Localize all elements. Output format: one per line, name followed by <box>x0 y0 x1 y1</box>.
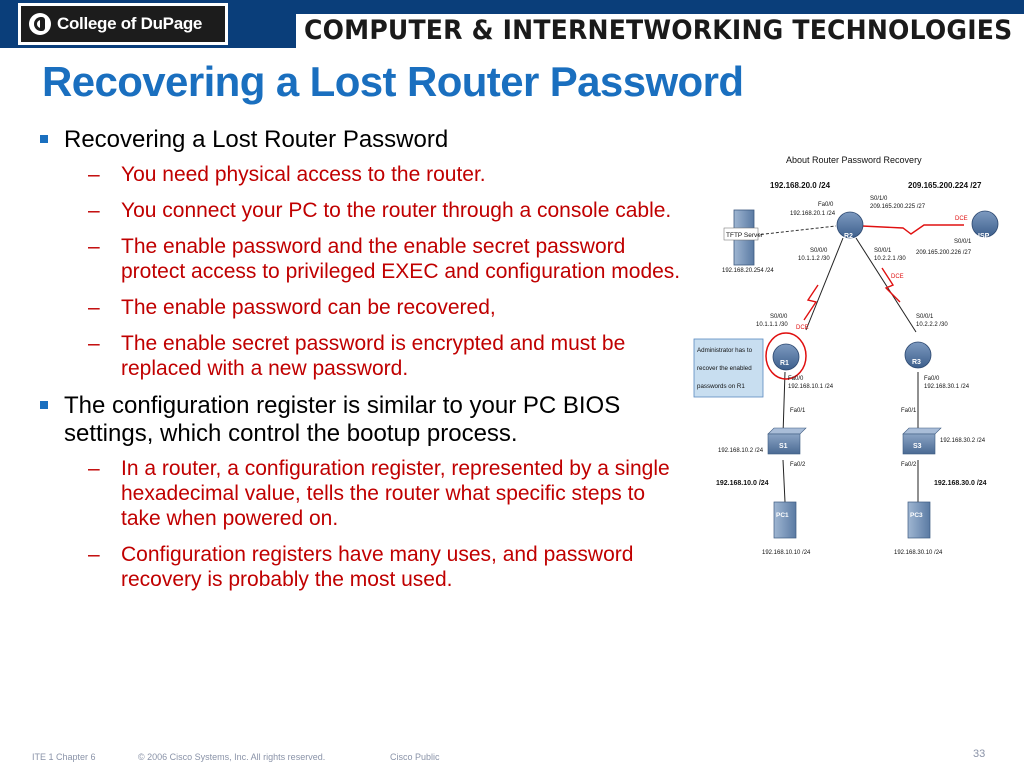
sub-bullet-text: You need physical access to the router. <box>121 163 486 186</box>
ip-label: 192.168.30.1 /24 <box>924 384 970 390</box>
page-number: 33 <box>973 748 986 760</box>
link-r1-s1 <box>782 371 786 436</box>
port-label: S0/1/0 <box>870 196 888 202</box>
link-s1-pc1 <box>782 459 786 503</box>
department-banner: COMPUTER & INTERNETWORKING TECHNOLOGIES <box>296 14 1024 48</box>
port-label: Fa0/2 <box>790 462 806 468</box>
serial-bolt-icon <box>803 284 819 321</box>
port-label: S0/0/0 <box>810 248 828 254</box>
port-label: Fa0/2 <box>901 462 917 468</box>
sub-bullet-text: In a router, a configuration register, r… <box>121 457 670 530</box>
banner-text: COMPUTER & INTERNETWORKING TECHNOLOGIES <box>304 15 1013 46</box>
bullet-1: Recovering a Lost Router Password <box>36 126 686 154</box>
callout-line: recover the enabled <box>697 365 752 372</box>
r2-label: R2 <box>844 233 853 240</box>
port-label: Fa0/0 <box>924 376 940 382</box>
ip-label: 10.2.2.1 /30 <box>874 256 906 262</box>
link-r2-isp <box>861 224 964 235</box>
ip-label: 209.165.200.226 /27 <box>916 250 972 256</box>
sub-bullet: –Configuration registers have many uses,… <box>88 543 634 591</box>
ip-label: 192.168.30.10 /24 <box>894 550 943 556</box>
bullet-2: The configuration register is similar to… <box>36 392 686 448</box>
s3-label: S3 <box>913 443 922 450</box>
ip-label: 10.1.1.1 /30 <box>756 322 788 328</box>
port-label: Fa0/1 <box>901 408 917 414</box>
serial-bolt-icon <box>881 267 901 303</box>
router-icon <box>772 343 800 371</box>
ip-label: 192.168.10.2 /24 <box>718 448 764 454</box>
header-band: College of DuPage COMPUTER & INTERNETWOR… <box>0 0 1024 48</box>
diagram-title: About Router Password Recovery <box>786 155 922 165</box>
sub-bullet: –The enable password can be recovered, <box>88 296 496 319</box>
pc-icon <box>907 501 931 539</box>
sub-bullet-text: The enable secret password is encrypted … <box>121 332 626 380</box>
port-label: S0/0/1 <box>874 248 892 254</box>
slide-title: Recovering a Lost Router Password <box>42 58 744 105</box>
bullet-square-icon <box>40 401 48 409</box>
ip-label: 10.2.2.2 /30 <box>916 322 948 328</box>
port-label: Fa0/1 <box>790 408 806 414</box>
link-r2-r3 <box>855 237 917 333</box>
sub-bullet-text: The enable password can be recovered, <box>121 296 496 319</box>
bullet-1-text: Recovering a Lost Router Password <box>64 126 449 153</box>
net-label: 192.168.10.0 /24 <box>716 480 769 487</box>
pc3-label: PC3 <box>910 512 923 519</box>
dce-label: DCE <box>796 325 809 331</box>
r3-label: R3 <box>912 359 921 366</box>
router-icon <box>971 210 999 238</box>
sub-bullet-text: You connect your PC to the router throug… <box>121 199 672 222</box>
ip-label: 192.168.10.1 /24 <box>788 384 834 390</box>
sub-bullet: –You need physical access to the router. <box>88 163 486 186</box>
callout-line: passwords on R1 <box>697 383 745 390</box>
bullet-square-icon <box>40 135 48 143</box>
pc-icon <box>773 501 797 539</box>
router-recovery-diagram: About Router Password Recovery 192.168.2… <box>693 155 999 556</box>
net-label: 192.168.30.0 /24 <box>934 480 987 487</box>
sub-bullet: –The enable password and the enable secr… <box>88 235 681 283</box>
cod-logo-icon <box>29 13 51 35</box>
port-label: Fa0/0 <box>788 376 804 382</box>
bullet-2-text: The configuration register is similar to… <box>64 392 621 447</box>
logo-text: College of DuPage <box>57 14 203 33</box>
callout-line: Administrator has to <box>697 347 753 354</box>
port-label: S0/0/1 <box>954 239 972 245</box>
s1-label: S1 <box>779 443 788 450</box>
router-icon <box>836 211 864 239</box>
bullet-content: Recovering a Lost Router Password –You n… <box>36 126 686 603</box>
admin-callout <box>693 338 764 398</box>
r1-label: R1 <box>780 360 789 367</box>
port-label: Fa0/0 <box>818 202 834 208</box>
net-label: 192.168.20.0 /24 <box>770 181 831 190</box>
router-icon <box>904 341 932 369</box>
switch-icon <box>767 433 801 455</box>
footer-chapter: ITE 1 Chapter 6 <box>32 752 96 762</box>
link-tftp-r2 <box>755 225 837 236</box>
dce-label: DCE <box>891 274 904 280</box>
ip-label: 192.168.20.1 /24 <box>790 211 836 217</box>
sub-bullet-text: The enable password and the enable secre… <box>121 235 681 283</box>
tftp-ip: 192.168.20.254 /24 <box>722 268 774 274</box>
dce-label: DCE <box>955 216 968 222</box>
ip-label: 192.168.10.10 /24 <box>762 550 811 556</box>
pc1-label: PC1 <box>776 512 789 519</box>
port-label: S0/0/1 <box>916 314 934 320</box>
isp-label: ISP <box>978 233 990 240</box>
sub-bullet: –In a router, a configuration register, … <box>88 457 670 530</box>
highlight-circle <box>765 332 807 380</box>
port-label: S0/0/0 <box>770 314 788 320</box>
ip-label: 209.165.200.225 /27 <box>870 204 926 210</box>
net-label: 209.165.200.224 /27 <box>908 181 982 190</box>
footer-classification: Cisco Public <box>390 752 440 762</box>
footer-copyright: © 2006 Cisco Systems, Inc. All rights re… <box>138 752 326 762</box>
sub-bullet: –The enable secret password is encrypted… <box>88 332 626 380</box>
ip-label: 192.168.30.2 /24 <box>940 438 986 444</box>
ip-label: 10.1.1.2 /30 <box>798 256 830 262</box>
link-r2-r1 <box>805 237 844 331</box>
tftp-label: TFTP Server <box>726 232 764 239</box>
college-logo: College of DuPage <box>18 3 228 45</box>
sub-bullet: –You connect your PC to the router throu… <box>88 199 672 222</box>
sub-bullet-text: Configuration registers have many uses, … <box>121 543 634 591</box>
switch-icon <box>902 433 936 455</box>
